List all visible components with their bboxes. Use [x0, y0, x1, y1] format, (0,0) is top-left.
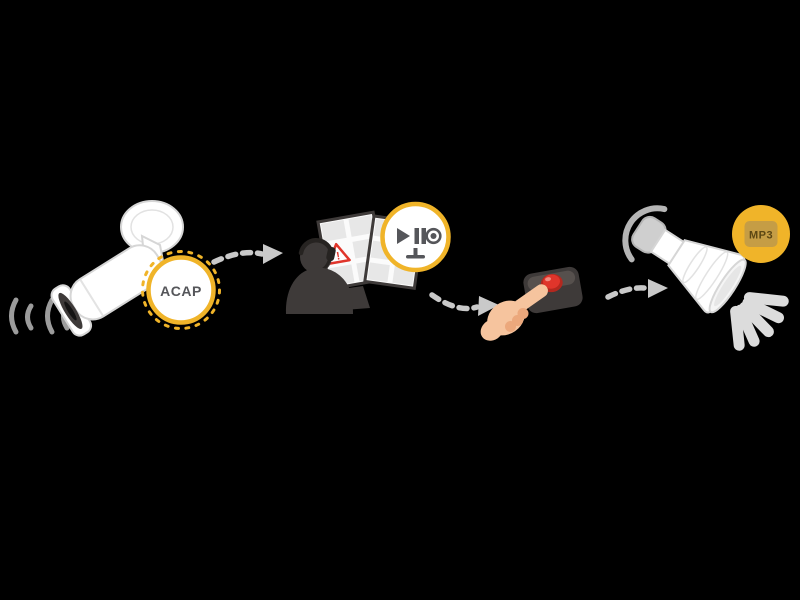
camera-body — [50, 244, 163, 337]
acap-badge: ACAP — [141, 250, 221, 330]
play-icon — [397, 228, 410, 244]
flow-arrow-3 — [605, 279, 668, 300]
playback-badge — [380, 201, 451, 273]
acap-badge-label: ACAP — [160, 283, 202, 299]
mp3-badge-label: MP3 — [749, 230, 773, 242]
pressing-hand — [480, 284, 548, 341]
arrow-head-icon — [263, 244, 283, 264]
operator-head — [300, 241, 332, 273]
knuckle — [505, 321, 516, 332]
operator-silhouette — [285, 238, 353, 314]
record-icon — [425, 227, 442, 245]
flow-arrow-2 — [429, 292, 499, 316]
flow-arrow-1 — [211, 244, 283, 265]
arrow-head-icon — [648, 279, 668, 298]
arrow-head-icon — [478, 296, 499, 316]
audio-beam — [730, 305, 745, 351]
mp3-file-icon — [744, 221, 778, 247]
speaker-bracket — [622, 205, 668, 263]
hand-push-button-icon — [480, 266, 583, 341]
operator-body — [285, 267, 353, 314]
headset-earcup — [326, 246, 336, 262]
mp3-badge: MP3 — [732, 205, 790, 263]
horn-speaker-icon — [622, 205, 789, 351]
network-camera-icon — [50, 200, 184, 337]
horn-body — [622, 205, 747, 314]
audio-beam — [742, 297, 784, 324]
monitor-stand-icon — [406, 248, 425, 259]
audio-beams — [730, 292, 789, 351]
audio-beam — [739, 301, 774, 338]
warning-mark: ! — [335, 250, 341, 262]
headset-icon — [298, 238, 334, 256]
pause-icon — [414, 228, 426, 244]
